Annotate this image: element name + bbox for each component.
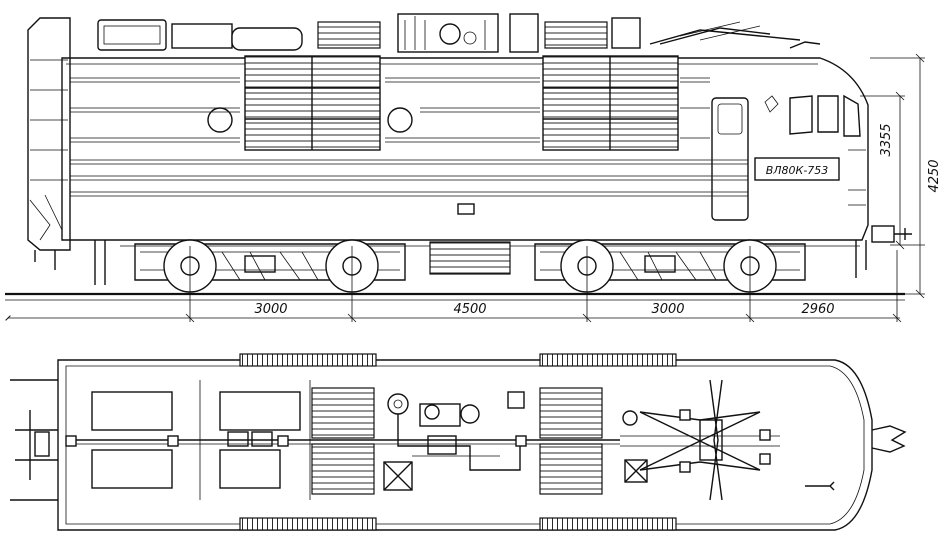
pantograph	[620, 379, 780, 501]
underframe-box	[429, 241, 511, 275]
dim-3000-a: 3000	[254, 302, 287, 317]
front-coupler	[855, 225, 912, 278]
roof-plan	[10, 353, 907, 531]
emblem	[764, 95, 779, 113]
carbody	[61, 57, 869, 241]
dim-3000-b: 3000	[651, 302, 684, 317]
cab-window-3	[843, 94, 861, 137]
dim-3355: 3355	[879, 123, 894, 156]
cab-door	[711, 97, 749, 221]
number-plate-text: ВЛ80К-753	[766, 164, 829, 177]
bogie-left	[134, 239, 406, 293]
dim-4250: 4250	[927, 159, 942, 192]
cab: ВЛ80К-753	[711, 94, 866, 221]
dim-2960: 2960	[801, 302, 834, 317]
side-grilles	[244, 55, 679, 151]
porthole-2	[387, 107, 413, 133]
roof-equipment	[97, 13, 821, 53]
underframe	[94, 239, 860, 285]
porthole-1	[207, 107, 233, 133]
bogie-right	[534, 239, 806, 293]
left-coupled-unit	[27, 17, 71, 270]
dimension-lines: 3000 4500 3000 2960 3355 4250	[5, 53, 942, 323]
cab-window-1	[789, 95, 813, 135]
number-plate	[754, 157, 840, 181]
side-elevation: ВЛ80К-753	[5, 13, 912, 322]
dim-4500: 4500	[453, 302, 486, 317]
cab-window-2	[817, 95, 839, 133]
